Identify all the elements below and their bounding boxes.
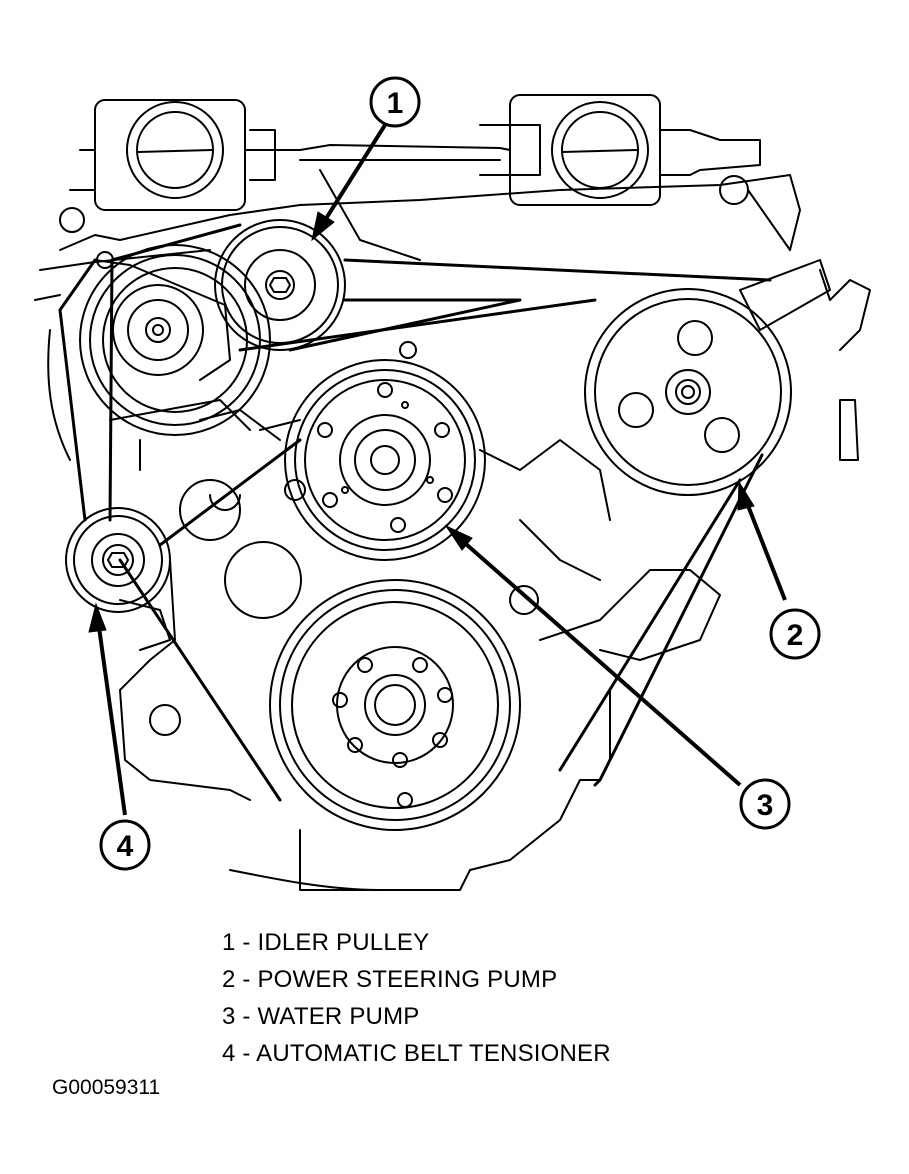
leader-lines <box>88 123 787 816</box>
callout-2-number: 2 <box>787 619 804 652</box>
callout-3: 3 <box>739 778 791 830</box>
legend-item-water-pump: 3 - WATER PUMP <box>222 1003 420 1030</box>
callout-2: 2 <box>769 608 821 660</box>
leader-line-3 <box>444 524 742 787</box>
callout-1-number: 1 <box>387 87 404 120</box>
legend-item-automatic-belt-tensioner: 4 - AUTOMATIC BELT TENSIONER <box>222 1040 611 1067</box>
figure-id: G00059311 <box>52 1076 161 1099</box>
leader-line-1 <box>311 123 387 242</box>
legend-item-power-steering-pump: 2 - POWER STEERING PUMP <box>222 966 558 993</box>
leader-line-4 <box>88 602 127 816</box>
water-pump-pulley <box>284 359 486 561</box>
callout-4: 4 <box>99 819 151 871</box>
tensioner-pulley <box>65 507 171 613</box>
callout-3-number: 3 <box>757 789 774 822</box>
idler-pulley <box>214 219 346 351</box>
crankshaft-pulley <box>269 579 521 831</box>
throttle-bodies <box>59 94 791 261</box>
legend: 1 - IDLER PULLEY 2 - POWER STEERING PUMP… <box>222 924 611 1072</box>
power-steering-pump-pulley <box>584 288 792 496</box>
serpentine-belt <box>58 223 772 802</box>
tensioner-arm <box>79 244 271 436</box>
callout-1: 1 <box>369 76 421 128</box>
engine-belt-diagram: 1 2 3 4 <box>34 76 871 891</box>
legend-item-idler-pulley: 1 - IDLER PULLEY <box>222 929 430 956</box>
leader-line-2 <box>737 480 787 601</box>
callout-4-number: 4 <box>117 830 134 863</box>
